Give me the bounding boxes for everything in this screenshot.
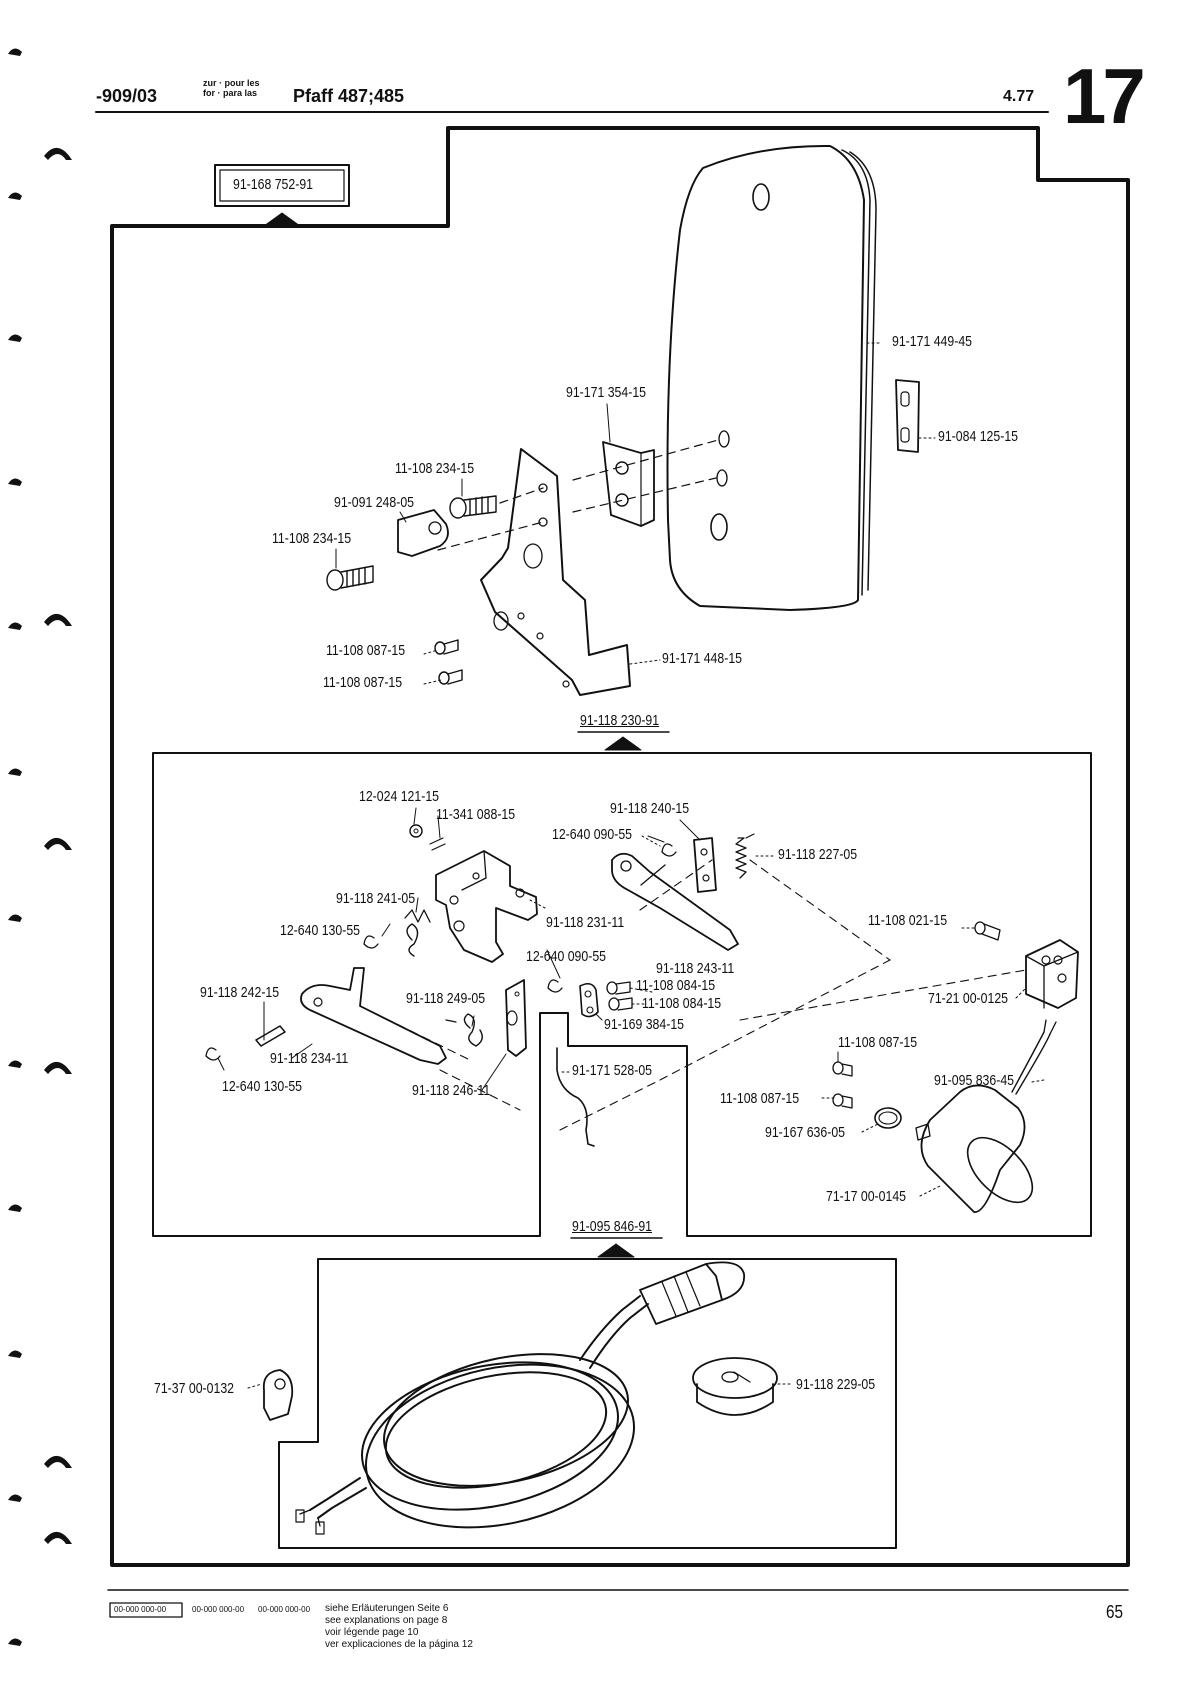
footer-line-es: ver explicaciones de la página 12 [325,1639,473,1650]
part-label-clamp: 91-091 248-05 [334,494,415,511]
part-label-screw-084-1: 11-108 084-15 [636,977,716,994]
part-label-clip-middle: 12-640 090-55 [526,948,607,965]
footer-line-fr: voir légende page 10 [325,1627,419,1638]
part-label-spring: 91-118 227-05 [778,846,858,863]
part-label-screw-021: 11-108 021-15 [868,912,948,929]
part-label-screw-087-upper: 11-108 087-15 [838,1034,918,1051]
part-label-nut: 12-024 121-15 [359,788,440,805]
part-label-ring: 91-167 636-05 [765,1124,846,1141]
part-label-small-screw-2: 11-108 087-15 [323,674,403,691]
issue-date: 4.77 [1003,88,1035,105]
footer-line-de: siehe Erläuterungen Seite 6 [325,1603,449,1614]
part-label-lever-234: 91-118 234-11 [270,1050,349,1067]
part-label-torsion-spring: 91-118 241-05 [336,890,416,907]
part-label-bracket-246: 91-118 246-11 [412,1082,491,1099]
group-label-1: 91-168 752-91 [233,176,314,193]
part-label-spring-249: 91-118 249-05 [406,990,486,1007]
part-label-bracket-231: 91-118 231-11 [546,914,625,931]
part-label-small-screw-1: 11-108 087-15 [326,642,406,659]
prepositions-line-1: zur · pour les [203,78,260,88]
part-label-plate: 91-084 125-15 [938,428,1019,445]
document-code: -909/03 [96,86,158,106]
part-label-screw-lower: 11-108 234-15 [272,530,352,547]
part-label-link: 91-169 384-15 [604,1016,685,1033]
part-label-lead: 91-095 836-45 [934,1072,1015,1089]
group-label-2: 91-118 230-91 [580,712,660,729]
legend-plain-number-1: 00-000 000-00 [192,1605,245,1614]
section-number: 17 [1063,52,1146,140]
part-label-screw-087-lower: 11-108 087-15 [720,1090,800,1107]
legend-boxed-number: 00-000 000-00 [114,1605,167,1614]
part-label-lever-plate: 91-118 240-15 [610,800,690,817]
part-label-clip-lower: 12-640 130-55 [222,1078,303,1095]
part-label-screw-084-2: 11-108 084-15 [642,995,722,1012]
part-label-cover: 91-171 449-45 [892,333,973,350]
language-prepositions: zur · pour les for · para las [203,78,260,98]
footer-explanations: siehe Erläuterungen Seite 6 see explanat… [325,1603,473,1651]
prepositions-line-2: for · para las [203,88,258,98]
part-label-wire: 91-171 528-05 [572,1062,653,1079]
part-label-switch: 71-21 00-0125 [928,990,1009,1007]
part-label-pin: 91-118 242-15 [200,984,280,1001]
part-label-solenoid: 71-17 00-0145 [826,1188,907,1205]
legend-plain-number-2: 00-000 000-00 [258,1605,311,1614]
part-label-clip-upper: 12-640 090-55 [552,826,633,843]
part-label-set-screw: 11-341 088-15 [436,806,516,823]
footer-line-en: see explanations on page 8 [325,1615,448,1626]
part-label-grommet: 91-118 229-05 [796,1376,876,1393]
machine-title: Pfaff 487;485 [293,86,405,106]
part-label-spacer: 91-171 354-15 [566,384,647,401]
page-number: 65 [1106,1602,1124,1622]
part-label-lever: 91-118 243-11 [656,960,735,977]
part-label-clip-left: 12-640 130-55 [280,922,361,939]
part-label-cable-clip: 71-37 00-0132 [154,1380,235,1397]
part-label-bracket: 91-171 448-15 [662,650,743,667]
group-label-3: 91-095 846-91 [572,1218,653,1235]
part-label-screw-upper: 11-108 234-15 [395,460,475,477]
